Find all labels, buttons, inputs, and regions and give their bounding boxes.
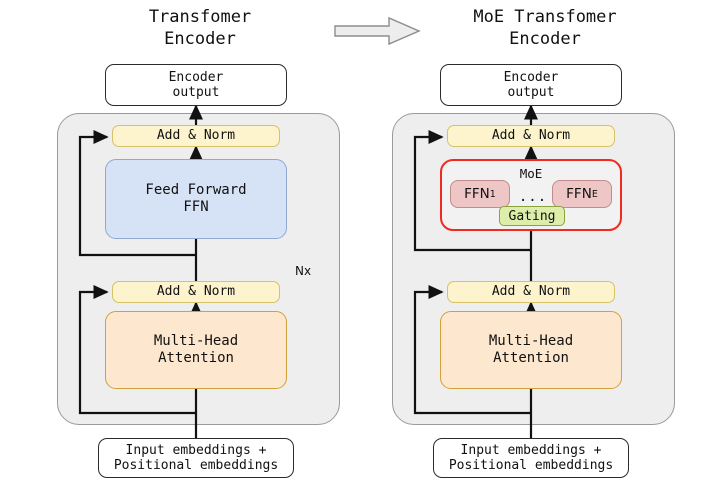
left-panel-title: Transfomer Encoder <box>148 7 252 49</box>
moe-block-label: MoE <box>519 166 543 181</box>
right-encoder-output-box: Encoder output <box>440 64 622 106</box>
right-add-norm-top: Add & Norm <box>447 125 615 147</box>
left-input-embeddings-box: Input embeddings + Positional embeddings <box>98 438 294 478</box>
left-multi-head-attention: Multi-Head Attention <box>105 311 287 389</box>
left-add-norm-top: Add & Norm <box>112 125 280 147</box>
right-add-norm-bottom: Add & Norm <box>447 281 615 303</box>
right-panel-title: MoE Transfomer Encoder <box>473 7 617 49</box>
left-feed-forward-ffn: Feed Forward FFN <box>105 159 287 239</box>
gating-box: Gating <box>499 206 565 226</box>
expert-ffn-first-subscript: 1 <box>489 188 496 200</box>
expert-ffn-last-subscript: E <box>591 188 598 200</box>
expert-ffn-first-label: FFN <box>464 186 490 202</box>
left-add-norm-bottom: Add & Norm <box>112 281 280 303</box>
right-multi-head-attention: Multi-Head Attention <box>440 311 622 389</box>
left-repeat-label: Nx <box>295 264 312 278</box>
expert-ellipsis: ... <box>518 189 548 205</box>
left-encoder-output-box: Encoder output <box>105 64 287 106</box>
transition-arrow-icon <box>334 16 421 46</box>
expert-ffn-last-label: FFN <box>566 186 592 202</box>
right-input-embeddings-box: Input embeddings + Positional embeddings <box>433 438 629 478</box>
